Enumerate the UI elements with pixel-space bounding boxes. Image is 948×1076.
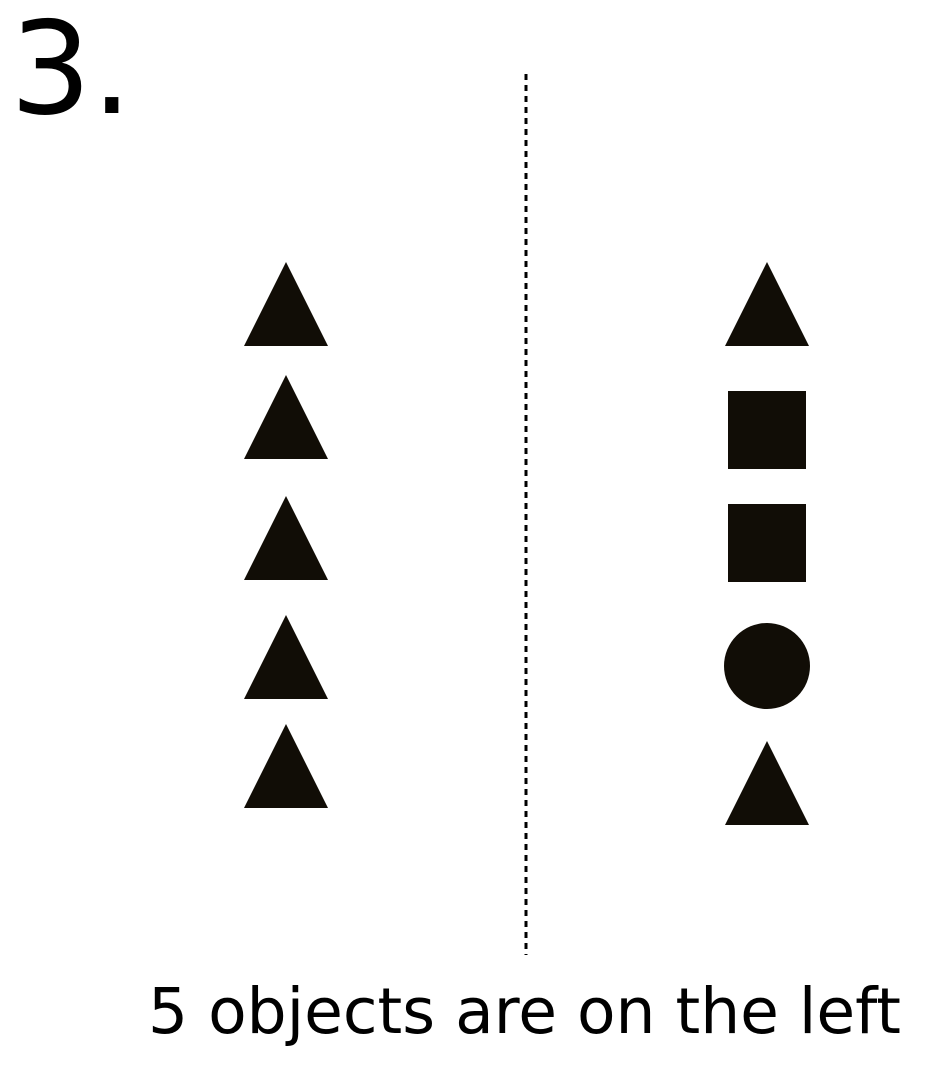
right-square-3	[728, 504, 806, 582]
left-triangle-1	[244, 262, 328, 346]
left-triangle-3	[244, 496, 328, 580]
caption-text: 5 objects are on the left	[148, 975, 901, 1048]
problem-number: 3.	[10, 0, 133, 144]
right-circle-4	[724, 623, 810, 709]
left-triangle-5	[244, 724, 328, 808]
right-triangle-5	[725, 741, 809, 825]
right-triangle-1	[725, 262, 809, 346]
left-triangle-2	[244, 375, 328, 459]
left-triangle-4	[244, 615, 328, 699]
left-shape-column	[244, 262, 328, 808]
right-shape-column	[724, 262, 810, 825]
right-square-2	[728, 391, 806, 469]
